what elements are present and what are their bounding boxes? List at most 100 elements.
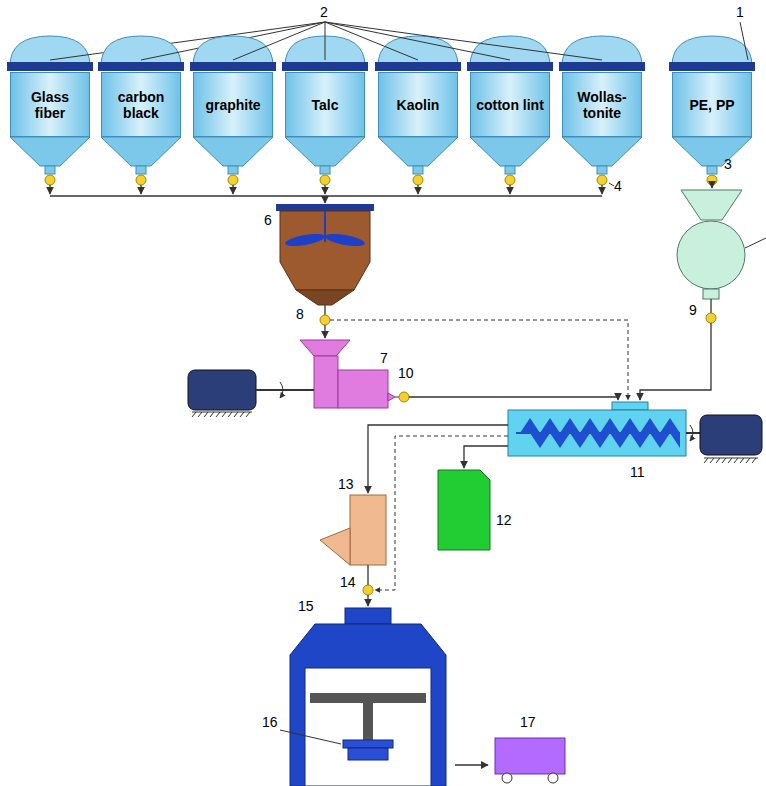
hopper-dome — [562, 36, 642, 66]
hopper-body: Wollas- tonite — [562, 72, 642, 137]
cutter-chute — [320, 528, 350, 565]
hopper-dome — [10, 36, 90, 66]
callout-number: 3 — [724, 156, 732, 172]
pipe-line — [455, 764, 488, 765]
pipe-line — [509, 185, 510, 194]
press-crossbar — [310, 693, 426, 703]
pipe-line — [232, 185, 233, 194]
rotation-arrow — [690, 425, 693, 441]
motor-base — [192, 412, 252, 413]
material-label: Talc — [312, 97, 339, 113]
screw-flight — [640, 418, 660, 433]
leader-line — [609, 183, 614, 186]
screw-flight — [550, 433, 570, 448]
hatch-stroke — [204, 412, 208, 417]
leader-line — [325, 22, 510, 60]
valve — [707, 175, 717, 185]
valve — [505, 175, 515, 185]
screw-flight — [580, 418, 600, 433]
hatch-stroke — [216, 412, 220, 417]
hopper-body: carbon black — [101, 72, 181, 137]
feeder-nozzle — [388, 393, 395, 401]
extruder-inlet — [612, 402, 648, 410]
rotation-arrow — [280, 382, 283, 398]
hatch-stroke — [240, 412, 244, 417]
hopper-body: Kaolin — [378, 72, 458, 137]
hopper-dome — [672, 36, 752, 66]
material-label: PE, PP — [689, 97, 734, 113]
pipe-line — [140, 185, 141, 194]
hatch-stroke — [734, 458, 738, 463]
extruder-screw — [516, 418, 680, 448]
callout-number: 9 — [689, 302, 697, 318]
feeder-motor — [188, 370, 256, 410]
hatch-stroke — [228, 412, 232, 417]
hatch-stroke — [710, 458, 714, 463]
pipe-line — [640, 323, 711, 400]
pipe-line — [367, 595, 368, 606]
material-label: Glass fiber — [14, 89, 86, 121]
material-label: Kaolin — [397, 97, 440, 113]
callout-number: 16 — [262, 714, 278, 730]
hopper-cone — [470, 137, 550, 166]
mixer-cone — [296, 290, 354, 305]
leader-line — [325, 22, 602, 60]
hopper-lid — [282, 62, 368, 71]
mixer-lid — [276, 204, 374, 211]
grinder-funnel — [681, 190, 742, 220]
valve — [228, 175, 238, 185]
manifold-line — [50, 195, 602, 196]
product-cart — [495, 738, 565, 774]
hopper-body: Talc — [285, 72, 365, 137]
callout-number: 14 — [340, 574, 356, 590]
hopper-lid — [559, 62, 645, 71]
hatch-stroke — [740, 458, 744, 463]
hatch-stroke — [746, 458, 750, 463]
mixer-blade — [324, 232, 365, 249]
base-hatch — [192, 412, 250, 417]
screw-flight — [590, 433, 610, 448]
bypass-dashed-line — [375, 436, 508, 590]
pipe-line — [324, 305, 325, 315]
screw-flight — [600, 418, 620, 433]
pipe-line — [464, 446, 508, 468]
valve — [363, 585, 373, 595]
hopper-cone — [10, 137, 90, 166]
callout-number: 1 — [736, 4, 744, 20]
material-label: cotton lint — [476, 97, 544, 113]
pipe-line — [710, 299, 711, 313]
pipe-line — [367, 565, 368, 585]
grinder-spout — [703, 289, 719, 299]
valve — [706, 313, 716, 323]
hopper-lid — [190, 62, 276, 71]
grinder-body — [677, 221, 745, 289]
callout-number: 8 — [296, 306, 304, 322]
screw-flight — [570, 433, 590, 448]
hatch-stroke — [722, 458, 726, 463]
hopper-body: Glass fiber — [10, 72, 90, 137]
leader-line — [740, 22, 748, 60]
pipe-line — [395, 397, 399, 398]
cart-wheel — [502, 773, 512, 783]
feeder-funnel — [300, 340, 350, 356]
hopper-spout — [597, 166, 607, 174]
screw-flight — [670, 433, 680, 448]
hatch-stroke — [246, 412, 250, 417]
screw-flight — [610, 433, 630, 448]
hopper-lid — [375, 62, 461, 71]
cutter-unit — [350, 495, 386, 565]
callout-number: 10 — [398, 365, 414, 381]
base-hatch — [704, 458, 756, 463]
hatch-stroke — [716, 458, 720, 463]
callout-number: 6 — [264, 212, 272, 228]
pipe-line — [324, 325, 325, 338]
screw-flight — [650, 433, 670, 448]
screw-flight — [660, 418, 680, 433]
hopper-cone — [285, 137, 365, 166]
valve — [399, 392, 409, 402]
extruder-barrel — [508, 410, 686, 456]
screw-flight — [630, 433, 650, 448]
callout-number: 17 — [520, 714, 536, 730]
hatch-stroke — [192, 412, 196, 417]
